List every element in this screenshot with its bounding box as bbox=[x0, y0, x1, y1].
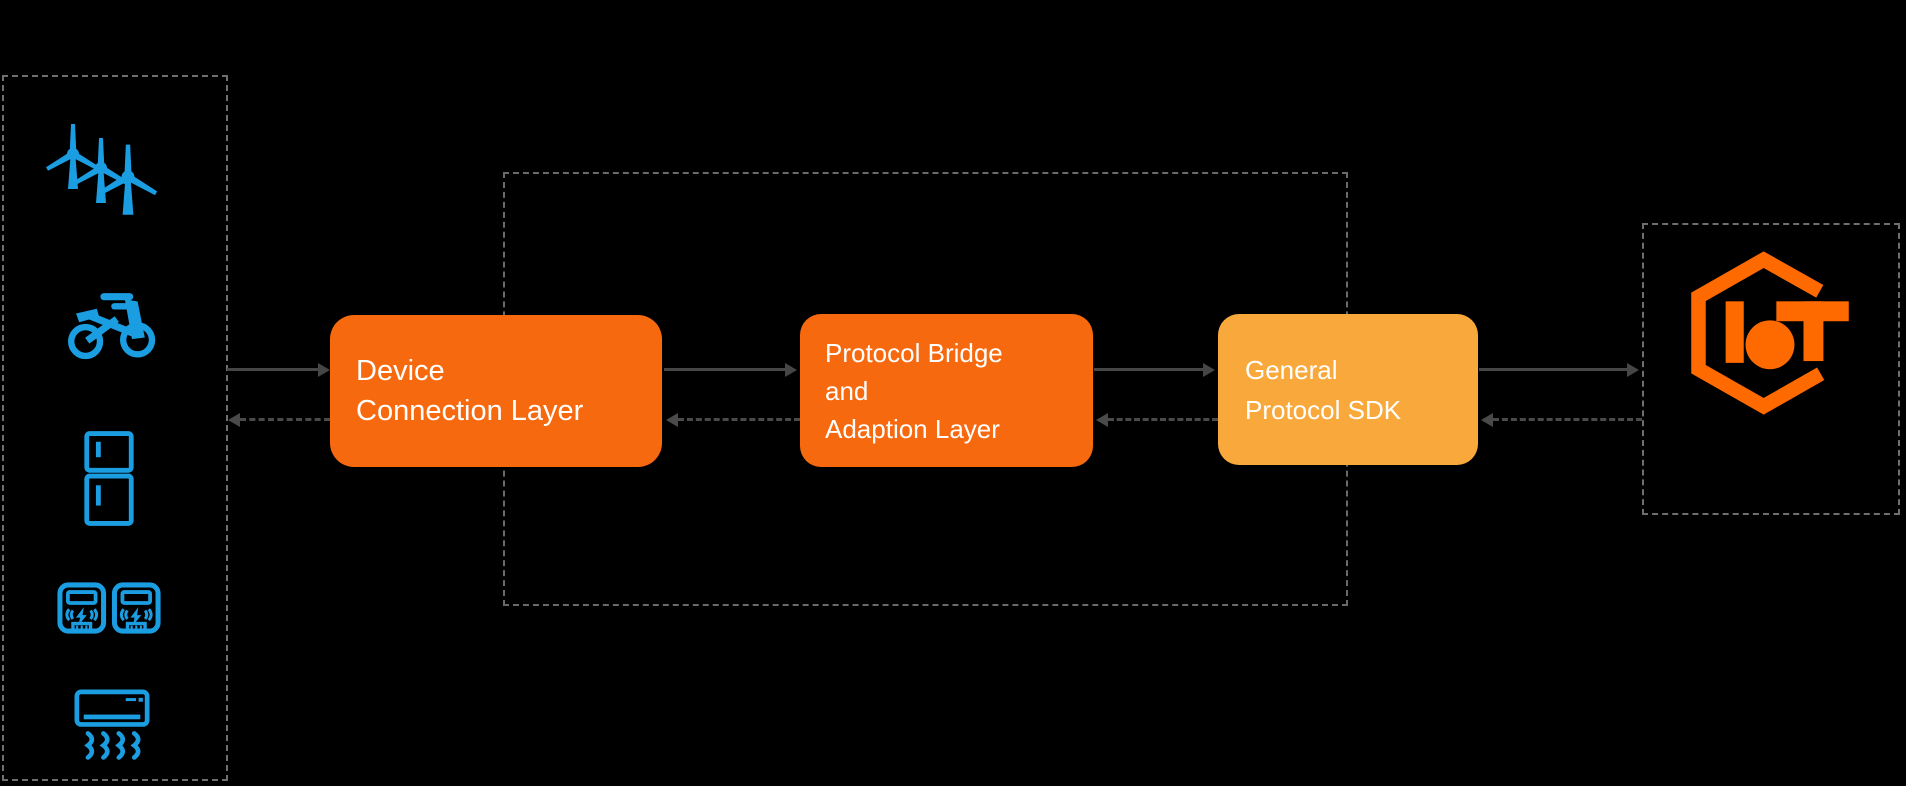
smart-meters-icon bbox=[56, 582, 162, 634]
arrow-devices-to-connection bbox=[227, 362, 330, 377]
device-group-box bbox=[2, 75, 228, 781]
device-connection-layer-label-line2: Connection Layer bbox=[356, 395, 584, 427]
general-sdk-label-line1: General bbox=[1245, 354, 1338, 385]
arrow-sdk-to-iot bbox=[1479, 362, 1639, 377]
wind-turbines-icon bbox=[45, 124, 158, 215]
device-connection-layer-box: Device Connection Layer bbox=[330, 315, 662, 467]
protocol-bridge-adaption-layer-box: Protocol Bridge and Adaption Layer bbox=[800, 314, 1093, 467]
shared-bicycle-icon bbox=[68, 293, 156, 360]
protocol-bridge-label-line1: Protocol Bridge bbox=[825, 337, 1003, 368]
arrow-iot-to-sdk-return bbox=[1481, 412, 1642, 427]
iot-platform-box bbox=[1642, 223, 1900, 515]
alibaba-cloud-iot-logo bbox=[1691, 251, 1849, 415]
arrow-bridge-to-connection-return bbox=[666, 412, 800, 427]
arrow-connection-to-bridge bbox=[664, 362, 797, 377]
protocol-bridge-label-line3: Adaption Layer bbox=[825, 413, 1000, 444]
refrigerator-icon bbox=[84, 431, 134, 526]
arrow-sdk-to-bridge-return bbox=[1096, 412, 1218, 427]
protocol-bridge-label-line2: and bbox=[825, 375, 869, 406]
arrow-connection-to-devices-return bbox=[228, 412, 330, 427]
arrow-bridge-to-sdk bbox=[1094, 362, 1215, 377]
general-sdk-label-line2: Protocol SDK bbox=[1245, 394, 1402, 425]
air-conditioner-icon bbox=[74, 689, 150, 760]
general-protocol-sdk-box: General Protocol SDK bbox=[1218, 314, 1478, 465]
device-connection-layer-label-line1: Device bbox=[356, 355, 445, 387]
